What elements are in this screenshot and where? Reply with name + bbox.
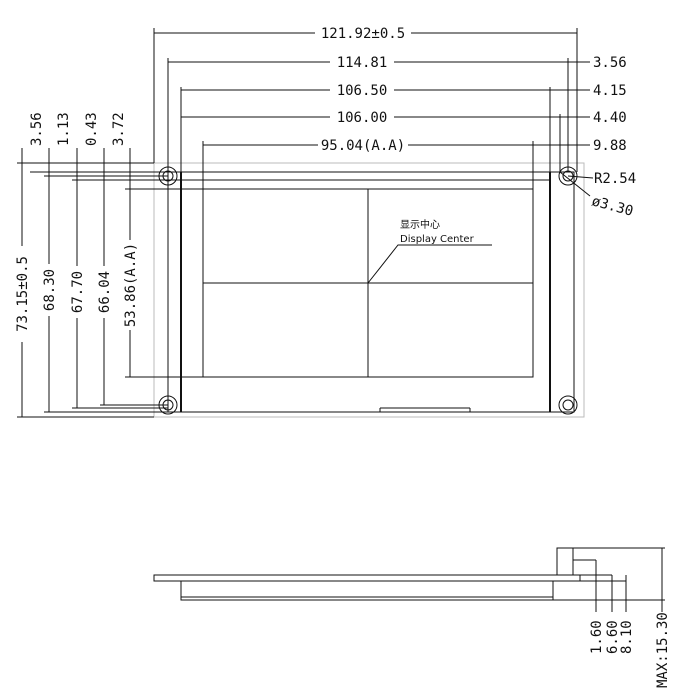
dim-side-6-60: 6.60 [605,620,621,654]
dim-side-max-15-30: MAX:15.30 [655,612,671,688]
dim-73-15: 73.15±0.5 [15,256,31,332]
dim-right-4-40: 4.40 [593,110,627,126]
pcb-outline [153,162,585,418]
side-connector [556,547,574,576]
dim-106-50: 106.50 [337,83,388,99]
dim-top-0-43: 0.43 [84,112,100,146]
side-display-body [180,580,554,601]
dim-side-8-10: 8.10 [619,620,635,654]
dim-106-00: 106.00 [337,110,388,126]
mounting-hole-br [558,395,578,415]
dim-68-30: 68.30 [42,269,58,311]
side-view: 1.60 6.60 8.10 MAX:15.30 [153,547,671,688]
dim-95-04: 95.04(A.A) [321,138,405,154]
dim-top-1-13: 1.13 [56,112,72,146]
dim-right-3-56: 3.56 [593,55,627,71]
bezel [180,179,551,413]
display-center-cn: 显示中心 [400,218,440,231]
display-center-leader [367,244,492,284]
side-board-top [153,574,581,582]
dim-top-3-72: 3.72 [111,112,127,146]
dim-right-4-15: 4.15 [593,83,627,99]
hole-diameter-label: ø3.30 [590,193,635,219]
top-view: 121.92±0.5 114.81 106.50 106.00 95.04(A.… [13,24,636,418]
dim-top-3-56: 3.56 [29,112,45,146]
dim-66-04: 66.04 [97,271,113,313]
display-center-en: Display Center [400,234,475,245]
dim-side-1-60: 1.60 [589,620,605,654]
dim-121-92: 121.92±0.5 [321,26,405,42]
hole-radius-label: R2.54 [594,171,636,187]
dim-67-70: 67.70 [70,271,86,313]
module-outline [167,171,575,413]
dim-right-9-88: 9.88 [593,138,627,154]
dim-114-81: 114.81 [337,55,388,71]
dim-53-86: 53.86(A.A) [123,243,139,327]
